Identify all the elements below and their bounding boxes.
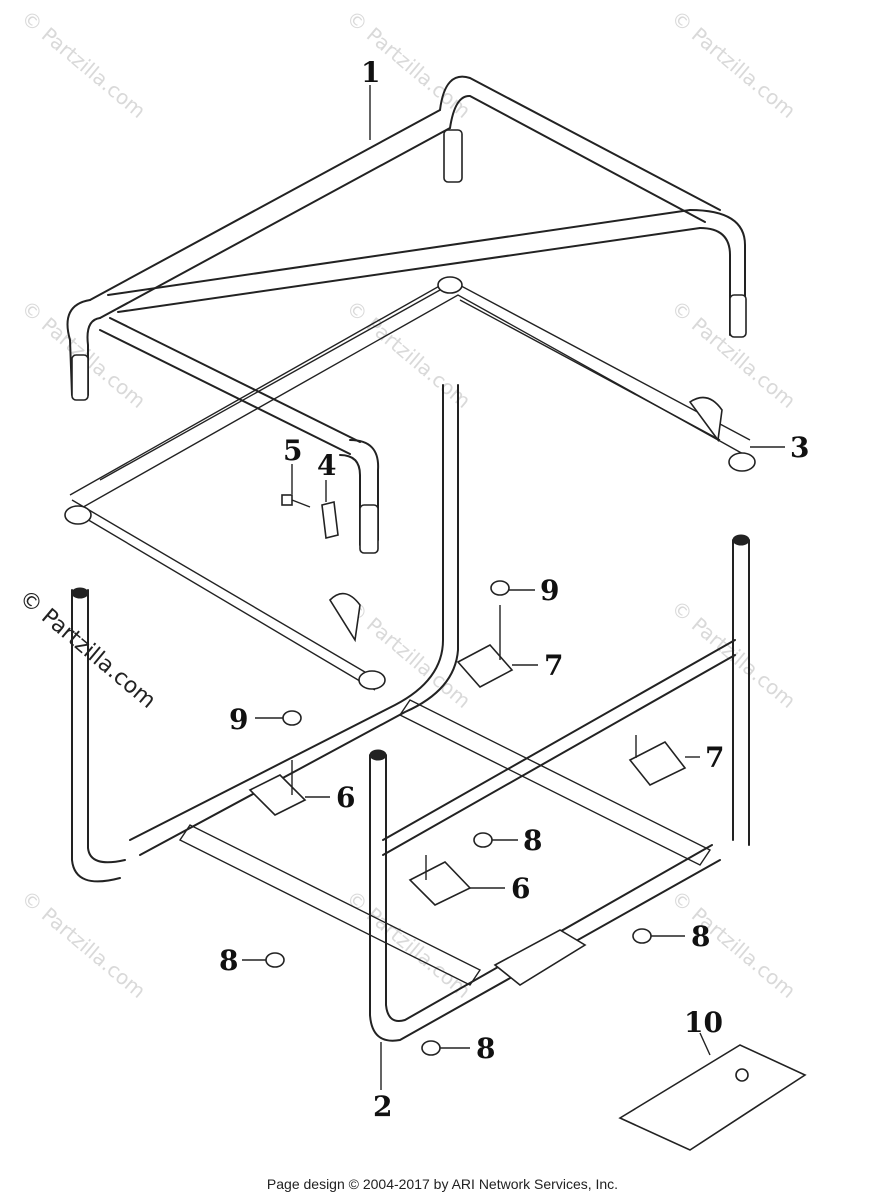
watermark: © Partzilla.com: [667, 5, 801, 123]
footer-copyright: Page design © 2004-2017 by ARI Network S…: [266, 1176, 619, 1192]
callout-9: 9: [229, 703, 248, 736]
rail-bracket: [328, 592, 361, 643]
tube-cap: [732, 534, 750, 546]
nut-part-8: [632, 928, 652, 944]
mount-rail-assembly: [64, 276, 756, 691]
rail-foot: [358, 670, 386, 690]
nut-part-8: [265, 952, 285, 968]
tube-cap: [369, 749, 387, 761]
pouch-part-10: [618, 1044, 807, 1151]
nut-part-8: [421, 1040, 441, 1056]
mount-part-7b: [628, 735, 687, 786]
callout-7: 7: [544, 649, 563, 682]
callout-6: 6: [336, 781, 355, 814]
mount-part-6b: [408, 855, 472, 906]
rail-foot: [64, 505, 92, 525]
upper-frame-leg-front: [359, 504, 379, 554]
callout-8: 8: [476, 1032, 495, 1065]
upper-frame: [66, 75, 747, 554]
rail-foot: [437, 276, 463, 294]
watermark: © Partzilla.com: [667, 885, 801, 1003]
nut-part-9: [282, 710, 302, 726]
watermark: © Partzilla.com: [342, 885, 476, 1003]
front-clip: [493, 929, 587, 986]
clip-part-4: [321, 501, 339, 539]
rail-foot: [728, 452, 756, 472]
rail-bracket: [688, 396, 723, 443]
callouts: 1 2 3 4 5 6 6 7 7 8 8 8 8 9 9 10: [219, 56, 809, 1123]
watermark: © Partzilla.com: [342, 595, 476, 713]
nut-part-8: [473, 832, 493, 848]
mount-part-7a: [456, 605, 514, 689]
callout-2: 2: [373, 1090, 392, 1123]
callout-5: 5: [283, 434, 302, 467]
callout-8: 8: [691, 920, 710, 953]
pouch-snap: [735, 1068, 749, 1082]
upper-frame-leg-left: [71, 354, 89, 401]
callout-4: 4: [317, 449, 336, 482]
mount-part-6a: [248, 760, 307, 816]
bolt-part-5: [281, 494, 311, 508]
callout-8: 8: [523, 824, 542, 857]
nut-part-9: [490, 580, 510, 596]
callout-7: 7: [705, 741, 724, 774]
upper-frame-leg-right: [729, 294, 747, 338]
callout-6: 6: [511, 872, 530, 905]
watermark-layer: © Partzilla.com © Partzilla.com © Partzi…: [17, 5, 801, 1003]
callout-10: 10: [684, 1006, 723, 1039]
watermark: © Partzilla.com: [17, 885, 151, 1003]
callout-8: 8: [219, 944, 238, 977]
callout-1: 1: [361, 56, 380, 89]
watermark: © Partzilla.com: [17, 5, 151, 123]
tube-cap: [71, 587, 89, 599]
callout-9: 9: [540, 574, 559, 607]
watermark: © Partzilla.com: [342, 295, 476, 413]
upper-frame-leg-rear: [443, 129, 463, 183]
lower-frame: [71, 384, 750, 1042]
callout-3: 3: [790, 431, 809, 464]
leader-lines: [242, 85, 785, 1090]
